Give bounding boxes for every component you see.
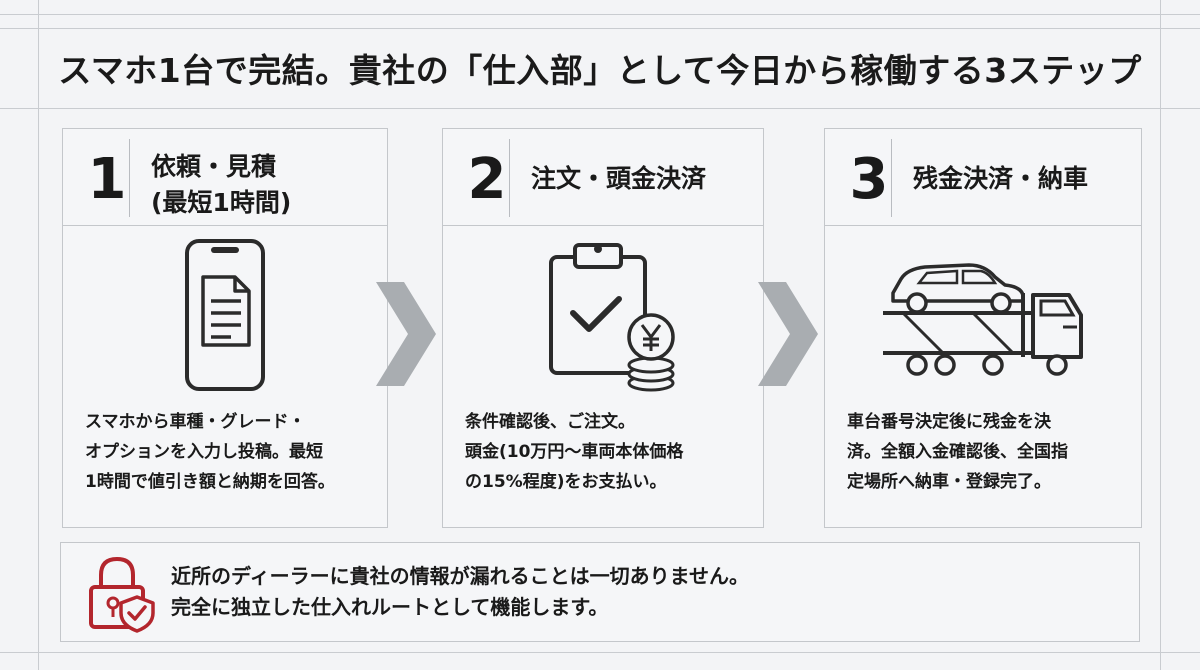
step-header-divider <box>443 225 763 226</box>
frame-line-right <box>1160 0 1161 670</box>
lock-shield-icon <box>81 553 161 637</box>
step-title: 依頼・見積 (最短1時間) <box>151 149 291 221</box>
step-description: 車台番号決定後に残金を決 済。全額入金確認後、全国指 定場所へ納車・登録完了。 <box>847 407 1127 497</box>
step-description-line: オプションを入力し投稿。最短 <box>85 442 323 462</box>
step-description-line: の15%程度)をお支払い。 <box>465 472 667 492</box>
notice-line: 完全に独立した仕入れルートとして機能します。 <box>171 595 609 619</box>
step-description-line: 条件確認後、ご注文。 <box>465 412 635 432</box>
frame-line-title <box>0 108 1200 109</box>
step-number: 1 <box>87 147 127 212</box>
step-card-2: 2 注文・頭金決済 条件確認後、ご注文。 頭金(10万円〜車両本体価格 の15%… <box>442 128 764 528</box>
step-description: 条件確認後、ご注文。 頭金(10万円〜車両本体価格 の15%程度)をお支払い。 <box>465 407 749 497</box>
step-card-1: 1 依頼・見積 (最短1時間) スマホから車種・グレード・ オプションを入力し投… <box>62 128 388 528</box>
page-title: スマホ1台で完結。貴社の「仕入部」として今日から稼働する3ステップ <box>58 51 1142 90</box>
step-title-main: 残金決済・納車 <box>913 164 1089 193</box>
step-header-divider <box>63 225 387 226</box>
step-description-line: 車台番号決定後に残金を決 <box>847 412 1051 432</box>
step-card-3: 3 残金決済・納車 車台番号 <box>824 128 1142 528</box>
frame-line-top2 <box>0 28 1200 29</box>
step-number-divider <box>509 139 510 217</box>
step-title: 注文・頭金決済 <box>531 161 706 197</box>
step-description-line: 定場所へ納車・登録完了。 <box>847 472 1051 492</box>
chevron-right-icon <box>374 282 436 390</box>
privacy-notice: 近所のディーラーに貴社の情報が漏れることは一切ありません。 完全に独立した仕入れ… <box>60 542 1140 642</box>
step-description-line: 頭金(10万円〜車両本体価格 <box>465 442 684 462</box>
step-number: 3 <box>849 147 889 212</box>
chevron-right-icon <box>756 282 818 390</box>
smartphone-document-icon <box>63 237 387 397</box>
clipboard-check-yen-icon <box>443 237 763 397</box>
step-description-line: 済。全額入金確認後、全国指 <box>847 442 1068 462</box>
frame-line-top <box>0 14 1200 15</box>
frame-line-left <box>38 0 39 670</box>
step-description-line: 1時間で値引き額と納期を回答。 <box>85 472 335 492</box>
step-header-divider <box>825 225 1141 226</box>
step-title-main: 依頼・見積 <box>151 152 277 181</box>
car-carrier-truck-icon <box>825 237 1141 397</box>
step-description: スマホから車種・グレード・ オプションを入力し投稿。最短 1時間で値引き額と納期… <box>85 407 373 497</box>
notice-message: 近所のディーラーに貴社の情報が漏れることは一切ありません。 完全に独立した仕入れ… <box>171 561 749 623</box>
notice-line: 近所のディーラーに貴社の情報が漏れることは一切ありません。 <box>171 564 749 588</box>
step-number-divider <box>129 139 130 217</box>
step-title-main: 注文・頭金決済 <box>531 164 707 193</box>
step-subtitle: (最短1時間) <box>151 188 292 217</box>
frame-line-bottom <box>0 652 1200 653</box>
step-number: 2 <box>467 147 507 212</box>
step-title: 残金決済・納車 <box>913 161 1088 197</box>
step-description-line: スマホから車種・グレード・ <box>85 412 306 432</box>
step-number-divider <box>891 139 892 217</box>
